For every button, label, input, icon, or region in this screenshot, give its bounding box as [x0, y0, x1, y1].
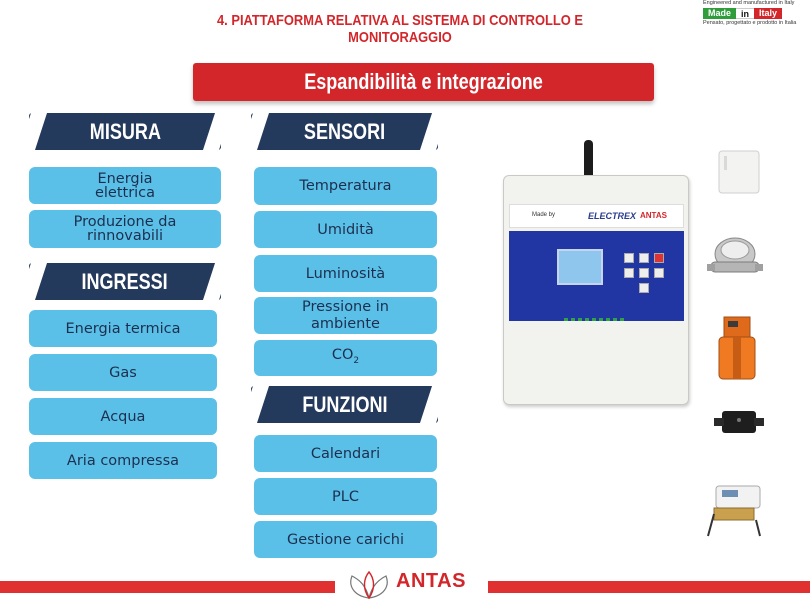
ingressi-item-label: Aria compressa: [66, 452, 180, 469]
section-banner: Espandibilità e integrazione: [193, 63, 654, 101]
flow-meter-image: [718, 316, 756, 380]
section-banner-text: Espandibilità e integrazione: [304, 69, 543, 94]
device-front-panel: [509, 231, 684, 321]
co2-main: CO: [331, 347, 354, 364]
device-button: [624, 253, 634, 263]
funzioni-item-label: PLC: [332, 488, 359, 505]
antenna-image: [584, 140, 593, 176]
badge-in: in: [736, 8, 755, 19]
sensori-item-label: Luminosità: [305, 265, 386, 282]
misura-item-label: Energia elettrica: [94, 170, 156, 201]
sensori-header: SENSORI: [251, 113, 438, 150]
device-brand-strip: Made by ELECTREX ANTAS: [509, 204, 684, 228]
sensor-box-image: [718, 150, 760, 194]
funzioni-item-label: Gestione carichi: [286, 531, 405, 548]
co2-subscript: 2: [353, 355, 360, 366]
misura-item-produzione-rinnovabili: Produzione da rinnovabili: [29, 210, 221, 248]
sensori-item-umidita: Umidità: [254, 211, 437, 248]
funzioni-header: FUNZIONI: [251, 386, 438, 423]
funzioni-item-label: Calendari: [310, 445, 381, 462]
ingressi-item-energia-termica: Energia termica: [29, 310, 217, 347]
device-brand-logo: ELECTREX: [588, 211, 637, 221]
ingressi-item-label: Energia termica: [65, 320, 181, 337]
badge-made: Made: [703, 8, 737, 19]
sensori-item-temperatura: Temperatura: [254, 167, 437, 205]
device-button: [639, 253, 649, 263]
footer-brand-text: ANTAS: [396, 570, 466, 592]
misura-header: MISURA: [29, 113, 221, 150]
ingressi-item-acqua: Acqua: [29, 398, 217, 435]
device-button: [654, 268, 664, 278]
slide-title-line1: 4. PIATTAFORMA RELATIVA AL SISTEMA DI CO…: [217, 12, 583, 29]
sensori-item-label: Pressione in ambiente: [302, 298, 389, 332]
device-button: [639, 283, 649, 293]
heat-meter-image: [707, 485, 761, 537]
funzioni-header-label: FUNZIONI: [301, 392, 388, 417]
ingressi-item-label: Gas: [109, 364, 137, 381]
pulse-sensor-image: [714, 411, 764, 433]
funzioni-item-gestione-carichi: Gestione carichi: [254, 521, 437, 558]
sensori-item-label: Temperatura: [299, 178, 392, 194]
sensori-header-label: SENSORI: [303, 119, 386, 144]
ingressi-item-label: Acqua: [100, 408, 146, 425]
device-button: [654, 253, 664, 263]
controller-device-image: Made by ELECTREX ANTAS: [503, 175, 689, 405]
misura-item-label: Produzione da rinnovabili: [73, 214, 177, 244]
device-status-leds: [564, 318, 626, 321]
device-display: [557, 249, 603, 285]
ingressi-header: INGRESSI: [29, 263, 221, 300]
device-button: [624, 268, 634, 278]
device-made-by: Made by: [532, 212, 556, 218]
funzioni-item-calendari: Calendari: [254, 435, 437, 472]
footer-logo: ANTAS: [340, 568, 485, 602]
badge-bottom-text: Pensato, progettato e prodotto in Italia: [703, 20, 797, 26]
sensori-item-co2: CO2: [254, 340, 437, 376]
ingressi-item-aria-compressa: Aria compressa: [29, 442, 217, 479]
badge-top-text: Engineered and manufactured in Italy: [703, 0, 795, 6]
misura-header-label: MISURA: [89, 119, 161, 144]
badge-italy: Italy: [754, 8, 783, 19]
sensori-item-label: Umidità: [317, 221, 374, 238]
ingressi-header-label: INGRESSI: [81, 269, 169, 294]
misura-item-energia-elettrica: Energia elettrica: [29, 167, 221, 204]
device-partner-logo: ANTAS: [640, 211, 667, 220]
sensori-item-luminosita: Luminosità: [254, 255, 437, 292]
water-meter-image: [707, 237, 763, 273]
antas-flower-icon: [350, 570, 388, 600]
sensori-item-pressione: Pressione in ambiente: [254, 297, 437, 334]
co2-label: CO2: [332, 348, 359, 368]
ingressi-item-gas: Gas: [29, 354, 217, 391]
device-button: [639, 268, 649, 278]
footer-bar-left: [0, 581, 335, 593]
footer-bar-right: [488, 581, 810, 593]
slide-title-line2: MONITORAGGIO: [348, 29, 452, 46]
funzioni-item-plc: PLC: [254, 478, 437, 515]
slide-title: 4. PIATTAFORMA RELATIVA AL SISTEMA DI CO…: [185, 12, 615, 46]
made-in-italy-badge: Engineered and manufactured in Italy Mad…: [703, 0, 810, 30]
